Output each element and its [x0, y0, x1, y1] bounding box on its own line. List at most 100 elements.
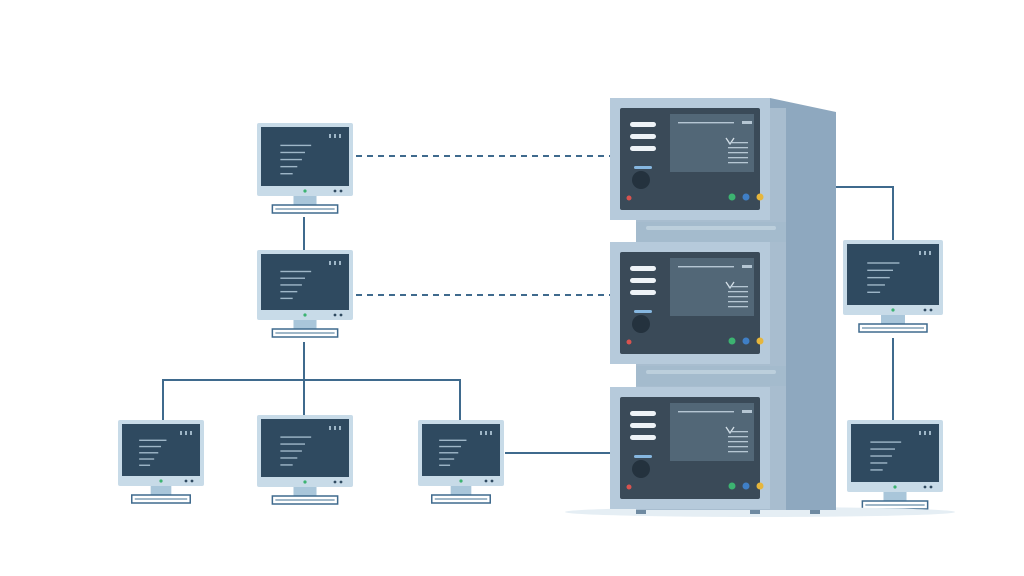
status-indicator [634, 166, 652, 169]
server-unit-middle[interactable] [610, 242, 770, 364]
screen-glyph [329, 261, 331, 265]
menu-bar-icon [630, 435, 656, 440]
server-unit-top[interactable] [610, 98, 770, 220]
monitor-stand-neck [881, 315, 905, 324]
screen-text-line [867, 262, 900, 264]
screen-text-line [139, 439, 167, 441]
screen-text-line [870, 455, 892, 457]
status-led-blue-icon [742, 482, 750, 490]
display-line [728, 296, 748, 298]
monitor-button-icon [333, 313, 337, 317]
display-glyph [742, 121, 752, 124]
control-knob-icon[interactable] [632, 315, 650, 333]
display-glyph [742, 265, 752, 268]
screen-glyph [919, 431, 921, 435]
screen-text-line [439, 464, 451, 466]
rack-separator [636, 222, 786, 242]
menu-bar-icon [630, 134, 656, 139]
rack-foot [750, 510, 760, 514]
screen-text-line [280, 450, 302, 452]
screen-text-line [139, 445, 161, 448]
screen-glyph [929, 431, 931, 435]
monitor-button-icon [339, 313, 343, 317]
screen-glyph [929, 251, 931, 255]
monitor-button-icon [333, 189, 337, 193]
power-led-icon [891, 308, 895, 312]
server-unit-bottom[interactable] [610, 387, 770, 509]
monitor-button-icon [190, 479, 194, 483]
screen-text-line [280, 297, 293, 300]
screen-text-line [870, 448, 895, 450]
screen-text-line [870, 441, 902, 443]
workstation-client-bottom-left[interactable] [118, 420, 204, 504]
rack-vent [646, 226, 776, 230]
monitor-stand-neck [293, 320, 317, 329]
monitor-button-icon [333, 480, 337, 484]
screen-glyph [190, 431, 192, 435]
screen-glyph [924, 251, 926, 255]
screen-text-line [280, 270, 312, 273]
screen-glyph [339, 426, 341, 430]
display-line [728, 291, 748, 293]
workstation-client-bottom-right[interactable] [418, 420, 504, 504]
control-knob-icon[interactable] [632, 171, 650, 189]
monitor-screen [847, 244, 939, 305]
display-line [728, 142, 748, 144]
workstation-client-bottom-center[interactable] [257, 415, 353, 505]
screen-glyph [480, 431, 482, 435]
workstation-client-middle[interactable] [257, 250, 353, 338]
monitor-stand-line [275, 499, 335, 501]
power-led-icon [159, 479, 163, 483]
display-line [678, 411, 734, 413]
monitor-button-icon [929, 308, 933, 312]
screen-text-line [280, 284, 302, 286]
display-line [728, 431, 748, 433]
screen-glyph [329, 426, 331, 430]
monitor-button-icon [184, 479, 188, 483]
rack-foot [636, 510, 646, 514]
screen-text-line [280, 173, 293, 175]
power-led-icon [303, 313, 307, 317]
power-led-icon [893, 485, 897, 489]
screen-text-line [867, 291, 881, 293]
screen-text-line [280, 277, 305, 279]
screen-text-line [139, 464, 151, 466]
display-line [728, 446, 748, 448]
screen-glyph [485, 431, 487, 435]
display-line [728, 147, 748, 149]
monitor-button-icon [339, 189, 343, 193]
menu-bar-icon [630, 122, 656, 127]
alert-led-icon [626, 195, 632, 201]
menu-bar-icon [630, 423, 656, 428]
workstation-remote-top[interactable] [843, 240, 943, 333]
screen-text-line [280, 290, 298, 293]
control-knob-icon[interactable] [632, 460, 650, 478]
display-line [678, 266, 734, 268]
screen-text-line [139, 452, 159, 454]
monitor-button-icon [923, 308, 927, 312]
alert-led-icon [626, 339, 632, 345]
monitor-stand-neck [293, 196, 317, 205]
display-line [728, 152, 748, 154]
display-line [728, 157, 748, 159]
display-line [728, 441, 748, 443]
screen-text-line [280, 158, 302, 161]
display-line [678, 122, 734, 124]
status-led-blue-icon [742, 193, 750, 201]
monitor-button-icon [339, 480, 343, 484]
workstation-client-top[interactable] [257, 123, 353, 214]
menu-bar-icon [630, 266, 656, 271]
screen-text-line [867, 269, 893, 272]
monitor-stand-line [865, 504, 925, 506]
status-indicator [634, 310, 652, 313]
chevron-down-icon [725, 137, 735, 146]
screen-glyph [919, 251, 921, 255]
screen-glyph [334, 261, 336, 265]
monitor-screen [122, 424, 200, 476]
chevron-down-icon [725, 281, 735, 290]
display-line [728, 451, 748, 453]
status-indicator [634, 455, 652, 458]
workstation-remote-bottom[interactable] [847, 420, 943, 510]
